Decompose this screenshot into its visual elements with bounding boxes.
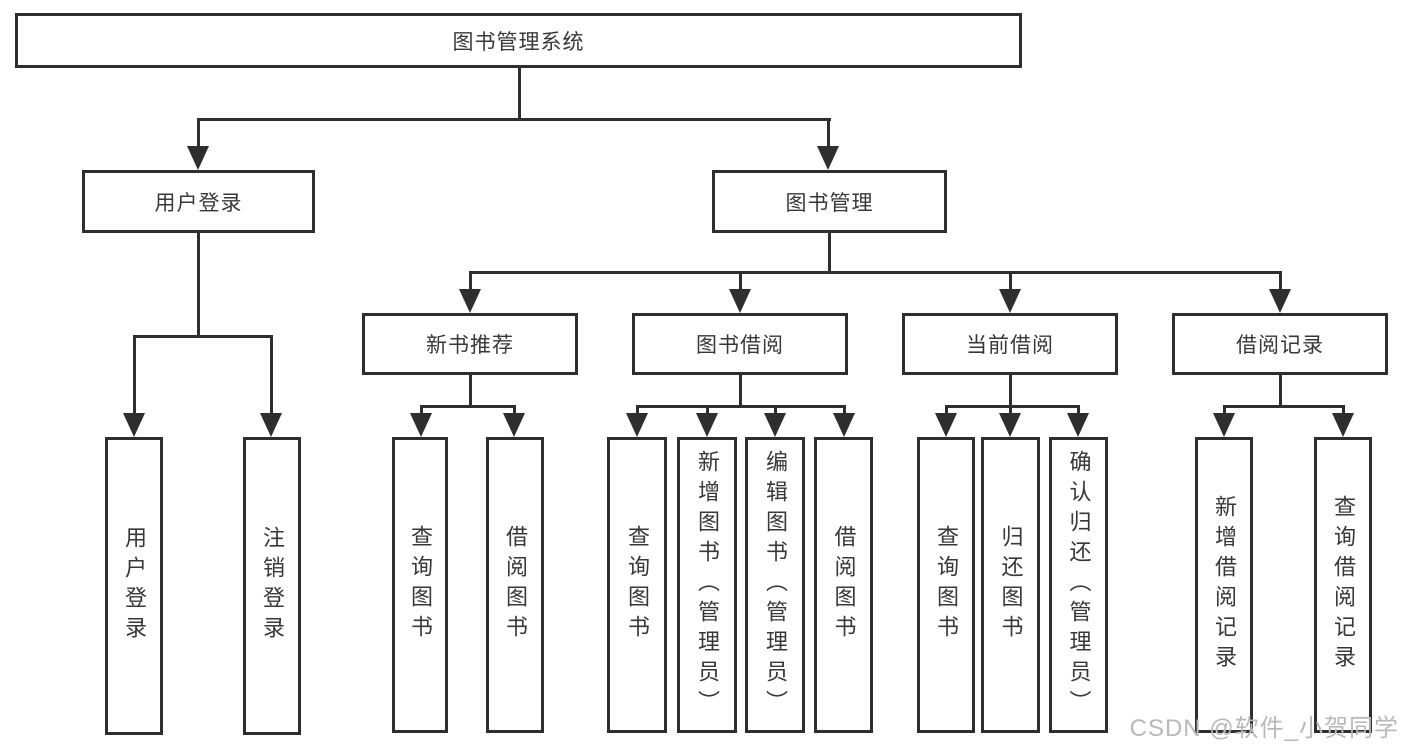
leaf-current-confirm-return-admin-label: 确认归还（管理员） (1066, 450, 1092, 720)
edge-books-arrow-stem (827, 118, 830, 148)
edge-borrow-c2 (706, 405, 709, 415)
edge-user-child2-stem (270, 335, 273, 413)
leaf-recommend-borrow-books: 借阅图书 (486, 437, 544, 733)
node-user-login-label: 用户登录 (154, 191, 243, 215)
edge-borrow-stem (739, 375, 742, 407)
leaf-logout-label: 注销登录 (260, 526, 285, 646)
edge-current-c1 (945, 405, 948, 415)
node-book-borrow-label: 图书借阅 (696, 334, 784, 357)
arrow-down-icon (935, 413, 957, 437)
edge-records-c1 (1223, 405, 1226, 415)
edge-user-arrow-stem (197, 118, 200, 148)
node-current-borrow: 当前借阅 (902, 313, 1118, 375)
leaf-borrow-edit-books-admin: 编辑图书（管理员） (745, 437, 805, 733)
edge-l3-stem-1 (469, 271, 472, 291)
arrow-down-icon (696, 413, 718, 437)
edge-recommend-c2 (513, 405, 516, 415)
leaf-borrow-query-books-label: 查询图书 (625, 525, 650, 645)
leaf-user-login-label: 用户登录 (122, 526, 147, 646)
leaf-records-query-record: 查询借阅记录 (1314, 437, 1372, 733)
arrow-down-icon (260, 413, 282, 437)
edge-l3-stem-3 (1009, 271, 1012, 291)
node-book-management-label: 图书管理 (785, 191, 874, 215)
leaf-current-query-books-label: 查询图书 (934, 525, 959, 645)
arrow-down-icon (1067, 413, 1089, 437)
leaf-current-confirm-return-admin: 确认归还（管理员） (1049, 437, 1108, 733)
leaf-records-add-record-label: 新增借阅记录 (1212, 495, 1237, 675)
edge-l3-stem-4 (1279, 271, 1282, 291)
leaf-borrow-borrow-books-label: 借阅图书 (831, 525, 857, 645)
arrow-down-icon (503, 413, 525, 437)
edge-user-child1-stem (133, 335, 136, 413)
edge-borrow-c4 (843, 405, 846, 415)
node-new-book-recommend: 新书推荐 (362, 313, 578, 375)
arrow-down-icon (729, 289, 751, 313)
edge-current-stem (1009, 375, 1012, 407)
edge-root-stem (518, 66, 521, 120)
arrow-down-icon (817, 146, 839, 170)
arrow-down-icon (123, 413, 145, 437)
edge-user-bus (133, 335, 273, 338)
edge-borrow-bus (636, 405, 846, 408)
leaf-recommend-query-books-label: 查询图书 (408, 525, 433, 645)
arrow-down-icon (764, 413, 786, 437)
node-book-borrow: 图书借阅 (632, 313, 848, 375)
leaf-records-query-record-label: 查询借阅记录 (1331, 495, 1356, 675)
leaf-borrow-edit-books-admin-label: 编辑图书（管理员） (763, 450, 788, 720)
edge-l3-stem-2 (739, 271, 742, 291)
csdn-watermark: CSDN @软件_小贺同学 (1129, 715, 1399, 742)
arrow-down-icon (1269, 289, 1291, 313)
node-borrow-records-label: 借阅记录 (1236, 334, 1324, 357)
edge-borrow-c1 (636, 405, 639, 415)
arrow-down-icon (1213, 413, 1235, 437)
leaf-borrow-borrow-books: 借阅图书 (814, 437, 873, 733)
arrow-down-icon (626, 413, 648, 437)
edge-records-c2 (1342, 405, 1345, 415)
leaf-borrow-add-books-admin-label: 新增图书（管理员） (695, 450, 720, 720)
leaf-records-add-record: 新增借阅记录 (1195, 437, 1253, 733)
arrow-down-icon (833, 413, 855, 437)
node-book-management: 图书管理 (712, 170, 947, 233)
node-new-book-recommend-label: 新书推荐 (426, 334, 514, 357)
leaf-current-query-books: 查询图书 (917, 437, 975, 733)
node-root-label: 图书管理系统 (452, 30, 585, 54)
arrow-down-icon (999, 289, 1021, 313)
leaf-logout: 注销登录 (243, 437, 301, 735)
arrow-down-icon (1332, 413, 1354, 437)
node-root: 图书管理系统 (15, 13, 1022, 68)
edge-borrow-c3 (774, 405, 777, 415)
leaf-recommend-query-books: 查询图书 (392, 437, 448, 733)
edge-current-bus (945, 405, 1080, 408)
node-current-borrow-label: 当前借阅 (966, 334, 1054, 357)
arrow-down-icon (187, 146, 209, 170)
leaf-current-return-books: 归还图书 (981, 437, 1040, 733)
node-user-login: 用户登录 (82, 170, 315, 233)
arrow-down-icon (999, 413, 1021, 437)
node-borrow-records: 借阅记录 (1172, 313, 1388, 375)
arrow-down-icon (410, 413, 432, 437)
leaf-borrow-query-books: 查询图书 (607, 437, 667, 733)
leaf-user-login: 用户登录 (105, 437, 163, 735)
edge-user-stem (197, 233, 200, 337)
edge-recommend-bus (420, 405, 516, 408)
edge-root-bus (197, 118, 831, 121)
arrow-down-icon (459, 289, 481, 313)
edge-records-stem (1279, 375, 1282, 407)
edge-books-bus (469, 271, 1282, 274)
leaf-current-return-books-label: 归还图书 (998, 525, 1024, 645)
edge-books-stem (828, 233, 831, 273)
edge-recommend-stem (469, 375, 472, 407)
edge-records-bus (1223, 405, 1345, 408)
edge-current-c3 (1077, 405, 1080, 415)
edge-current-c2 (1009, 405, 1012, 415)
edge-recommend-c1 (420, 405, 423, 415)
leaf-borrow-add-books-admin: 新增图书（管理员） (677, 437, 737, 733)
leaf-recommend-borrow-books-label: 借阅图书 (503, 525, 528, 645)
